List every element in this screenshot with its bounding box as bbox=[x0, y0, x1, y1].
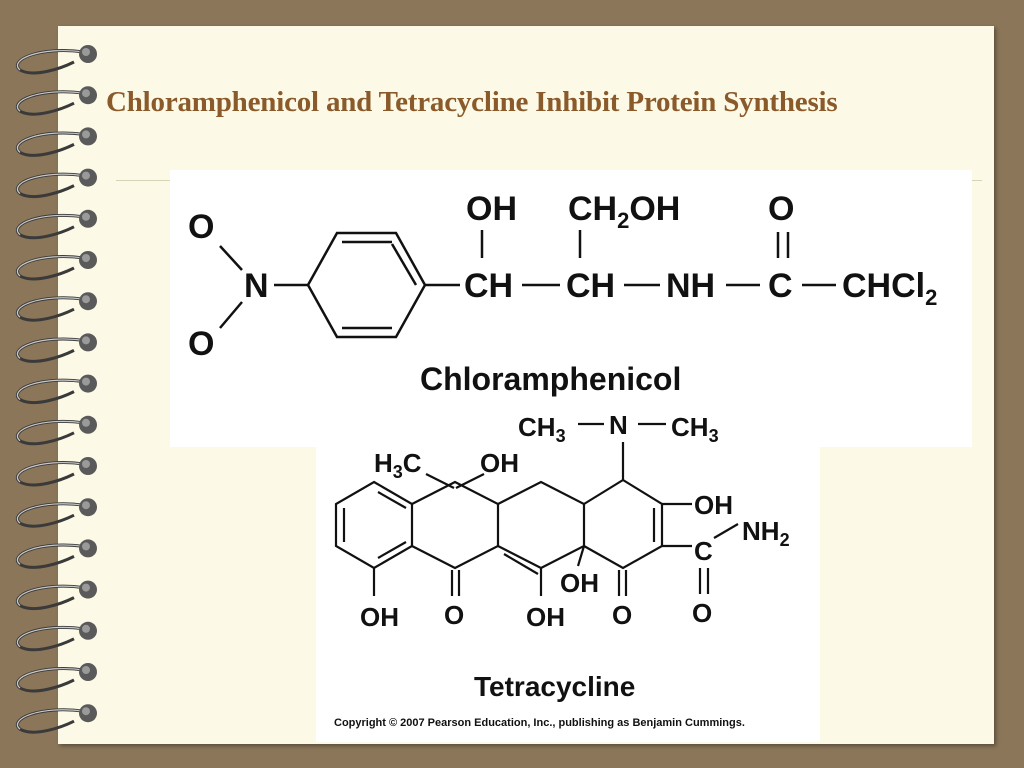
spiral-ring bbox=[16, 704, 97, 734]
oh-right-label: OH bbox=[694, 490, 733, 520]
spiral-ring bbox=[16, 498, 97, 528]
spiral-ring bbox=[16, 333, 97, 363]
amide-o-label: O bbox=[692, 598, 712, 628]
nitro-o-bottom: O bbox=[188, 325, 214, 363]
oh-bottom-mid-label: OH bbox=[526, 602, 565, 632]
ch-label-2: CH bbox=[566, 267, 615, 305]
oh-mid-label: OH bbox=[560, 568, 599, 598]
ch-label-1: CH bbox=[464, 267, 513, 305]
slide-title: Chloramphenicol and Tetracycline Inhibit… bbox=[106, 86, 838, 118]
spiral-ring bbox=[16, 251, 97, 281]
tetracycline-panel: CH3 N CH3 H3C OH OH C NH2 O O bbox=[316, 404, 820, 742]
nitro-o-top: O bbox=[188, 208, 214, 246]
spiral-ring bbox=[16, 45, 97, 75]
tetracycline-structure: CH3 N CH3 H3C OH OH C NH2 O O bbox=[334, 410, 790, 729]
spiral-ring bbox=[16, 415, 97, 446]
oh-bottom-left-label: OH bbox=[360, 602, 399, 632]
chloramphenicol-structure: O N O OH CH CH2OH CH NH O C CHCl2 Chlora… bbox=[188, 190, 937, 397]
spiral-ring bbox=[16, 539, 97, 569]
spiral-binding bbox=[16, 45, 97, 734]
n-label: N bbox=[609, 410, 628, 440]
spiral-ring bbox=[16, 168, 97, 199]
spiral-ring bbox=[16, 86, 97, 116]
chloramphenicol-panel: O N O OH CH CH2OH CH NH O C CHCl2 Chlora… bbox=[170, 170, 972, 447]
chloramphenicol-name: Chloramphenicol bbox=[420, 361, 681, 397]
oh-label: OH bbox=[466, 190, 517, 228]
nitro-n: N bbox=[244, 267, 269, 305]
amide-c-label: C bbox=[694, 536, 713, 566]
spiral-ring bbox=[16, 580, 97, 611]
ch3-right-label: CH3 bbox=[671, 412, 719, 446]
tetracycline-name: Tetracycline bbox=[474, 671, 635, 702]
spiral-ring bbox=[16, 457, 97, 487]
spiral-ring bbox=[16, 127, 97, 157]
spiral-ring bbox=[16, 374, 97, 405]
nh-label: NH bbox=[666, 267, 715, 305]
carbonyl-o-label: O bbox=[768, 190, 794, 228]
ch2oh-label: CH2OH bbox=[568, 190, 680, 233]
chcl2-label: CHCl2 bbox=[842, 267, 937, 310]
spiral-ring bbox=[16, 621, 97, 652]
spiral-ring bbox=[16, 292, 97, 322]
spiral-ring bbox=[16, 663, 97, 693]
carbonyl-c-label: C bbox=[768, 267, 793, 305]
h3c-label: H3C bbox=[374, 448, 422, 482]
ketone-o-2-label: O bbox=[612, 600, 632, 630]
copyright-text: Copyright © 2007 Pearson Education, Inc.… bbox=[334, 717, 745, 729]
ch3-left-label: CH3 bbox=[518, 412, 566, 446]
spiral-ring bbox=[16, 209, 97, 240]
oh-top-label: OH bbox=[480, 448, 519, 478]
nh2-label: NH2 bbox=[742, 516, 790, 550]
ketone-o-1-label: O bbox=[444, 600, 464, 630]
